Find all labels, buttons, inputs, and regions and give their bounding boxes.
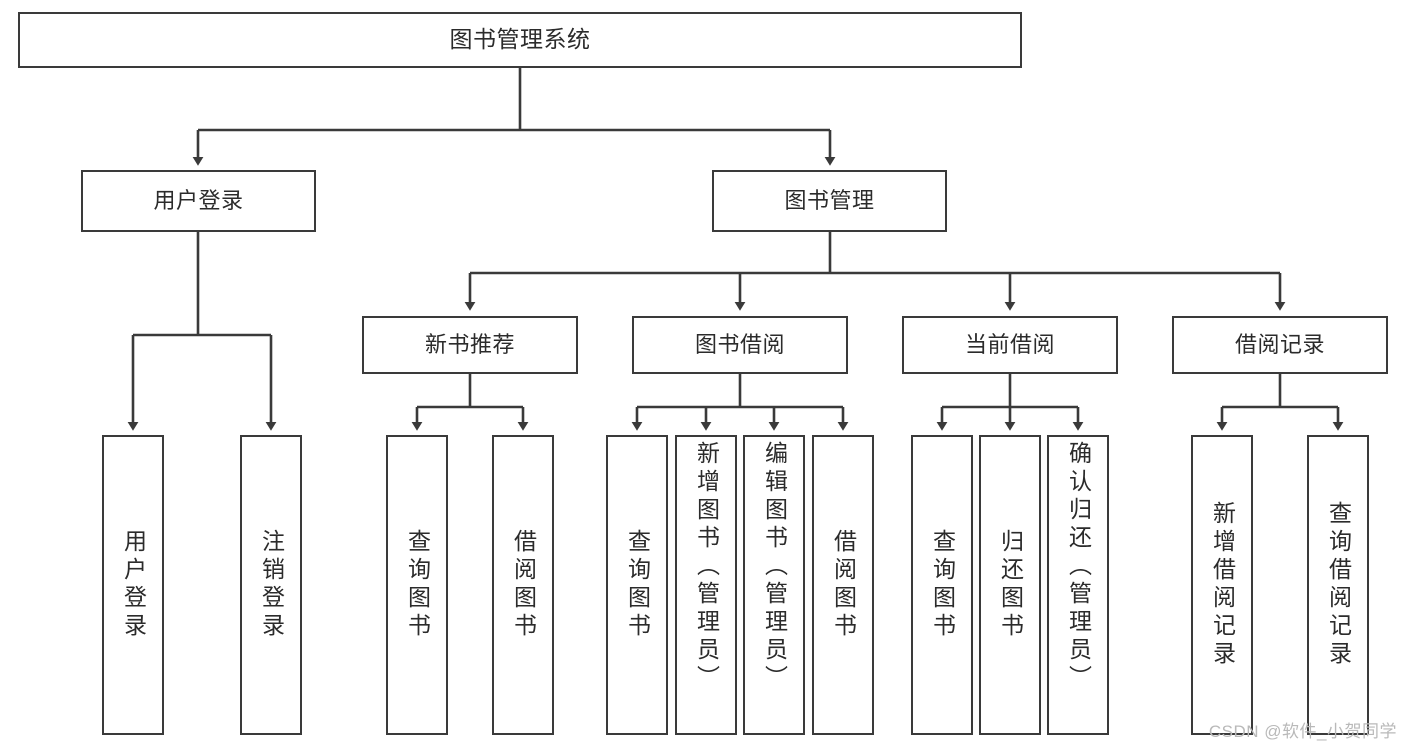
node-label: 确认归还（管理员） xyxy=(1065,441,1092,693)
node-book-management[interactable]: 图书管理 xyxy=(712,170,947,232)
leaf-confirm-return-admin[interactable]: 确认归还（管理员） xyxy=(1047,435,1109,735)
node-label: 用户登录 xyxy=(153,187,244,213)
node-borrow-record[interactable]: 借阅记录 xyxy=(1172,316,1388,374)
node-label: 借阅图书 xyxy=(830,529,857,641)
leaf-query-borrow-record[interactable]: 查询借阅记录 xyxy=(1307,435,1369,735)
node-label: 查询借阅记录 xyxy=(1325,501,1352,669)
node-label: 图书管理系统 xyxy=(449,26,591,53)
leaf-borrow-book-new[interactable]: 借阅图书 xyxy=(492,435,554,735)
node-label: 查询图书 xyxy=(404,529,431,641)
node-root-system[interactable]: 图书管理系统 xyxy=(18,12,1022,68)
leaf-borrow-book[interactable]: 借阅图书 xyxy=(812,435,874,735)
leaf-logout[interactable]: 注销登录 xyxy=(240,435,302,735)
node-label: 图书管理 xyxy=(784,187,875,213)
node-current-borrow[interactable]: 当前借阅 xyxy=(902,316,1118,374)
node-label: 新书推荐 xyxy=(424,331,515,357)
leaf-query-book-borrow[interactable]: 查询图书 xyxy=(606,435,668,735)
leaf-add-borrow-record[interactable]: 新增借阅记录 xyxy=(1191,435,1253,735)
node-label: 编辑图书（管理员） xyxy=(761,441,788,693)
leaf-query-book-new[interactable]: 查询图书 xyxy=(386,435,448,735)
node-label: 当前借阅 xyxy=(964,331,1055,357)
node-label: 借阅记录 xyxy=(1234,331,1325,357)
leaf-user-login[interactable]: 用户登录 xyxy=(102,435,164,735)
node-user-login[interactable]: 用户登录 xyxy=(81,170,316,232)
leaf-query-book-current[interactable]: 查询图书 xyxy=(911,435,973,735)
node-label: 新增借阅记录 xyxy=(1209,501,1236,669)
node-label: 归还图书 xyxy=(997,529,1024,641)
leaf-add-book-admin[interactable]: 新增图书（管理员） xyxy=(675,435,737,735)
watermark: CSDN @软件_小贺同学 xyxy=(1208,722,1397,741)
node-label: 新增图书（管理员） xyxy=(693,441,720,693)
node-label: 查询图书 xyxy=(624,529,651,641)
node-label: 用户登录 xyxy=(120,529,147,641)
node-label: 借阅图书 xyxy=(510,529,537,641)
node-book-borrow[interactable]: 图书借阅 xyxy=(632,316,848,374)
node-label: 查询图书 xyxy=(929,529,956,641)
node-label: 注销登录 xyxy=(258,529,285,641)
leaf-return-book[interactable]: 归还图书 xyxy=(979,435,1041,735)
node-label: 图书借阅 xyxy=(694,331,785,357)
node-new-book-recommend[interactable]: 新书推荐 xyxy=(362,316,578,374)
leaf-edit-book-admin[interactable]: 编辑图书（管理员） xyxy=(743,435,805,735)
